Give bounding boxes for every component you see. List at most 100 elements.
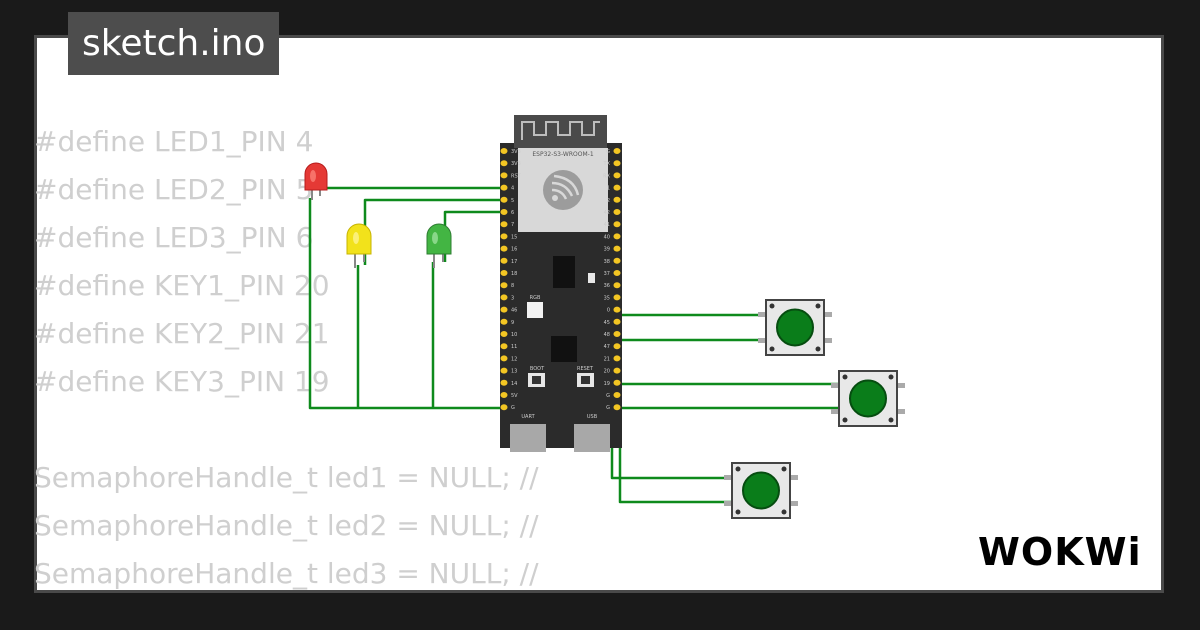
right-pin-G[interactable] bbox=[613, 392, 621, 398]
left-pin-13[interactable] bbox=[500, 367, 508, 374]
left-pin-label: 12 bbox=[511, 356, 517, 362]
right-pin-label: 45 bbox=[604, 320, 610, 326]
left-pin-RST[interactable] bbox=[500, 172, 508, 179]
left-pin-5[interactable] bbox=[500, 196, 508, 203]
right-pin-label: 19 bbox=[604, 381, 610, 387]
left-pin-label: G bbox=[511, 405, 515, 411]
pushbutton-key1[interactable] bbox=[758, 299, 832, 356]
usb-label: USB bbox=[587, 414, 598, 420]
left-pin-18[interactable] bbox=[500, 270, 508, 276]
right-pin-42[interactable] bbox=[613, 209, 621, 215]
left-pin-label: 7 bbox=[511, 222, 514, 228]
left-pin-label: 5 bbox=[511, 198, 514, 204]
right-pin-37[interactable] bbox=[613, 270, 621, 276]
led-red-body bbox=[304, 162, 328, 191]
module-label: ESP32-S3-WROOM-1 bbox=[532, 151, 593, 158]
right-pin-TX[interactable] bbox=[613, 160, 621, 167]
left-pin-label: 9 bbox=[511, 320, 514, 326]
left-pin-label: 10 bbox=[511, 332, 517, 338]
boot-label: BOOT bbox=[530, 366, 545, 372]
left-pin-3[interactable] bbox=[500, 294, 508, 301]
antenna bbox=[514, 115, 607, 148]
left-pin-7[interactable] bbox=[500, 221, 508, 228]
right-pin-label: G bbox=[606, 149, 610, 155]
left-pin-10[interactable] bbox=[500, 331, 508, 337]
right-pin-39[interactable] bbox=[613, 245, 621, 252]
rgb-label: RGB bbox=[530, 295, 541, 301]
pushbutton-key3[interactable] bbox=[724, 462, 798, 519]
antenna-trace bbox=[521, 121, 600, 140]
reset-label: RESET bbox=[577, 366, 594, 372]
right-pin-36[interactable] bbox=[613, 282, 621, 289]
left-pin-4[interactable] bbox=[500, 184, 508, 191]
left-pin-label: 46 bbox=[511, 308, 517, 314]
right-pin-45[interactable] bbox=[613, 318, 621, 325]
left-pin-15[interactable] bbox=[500, 233, 508, 240]
right-pin-label: TX bbox=[603, 161, 611, 167]
right-pin-40[interactable] bbox=[613, 233, 621, 240]
led-yellow-body bbox=[346, 223, 372, 255]
wire-led3 bbox=[443, 210, 500, 262]
wokwi-logo[interactable]: WOKWi bbox=[978, 530, 1142, 574]
right-pin-1[interactable] bbox=[613, 184, 621, 191]
left-pin-label: 3V3 bbox=[511, 161, 521, 167]
left-pin-46[interactable] bbox=[500, 306, 508, 313]
left-pin-11[interactable] bbox=[500, 343, 508, 350]
led-yellow[interactable] bbox=[346, 223, 372, 268]
right-pin-label: 38 bbox=[604, 259, 610, 265]
left-pin-G[interactable] bbox=[500, 404, 508, 411]
right-pin-label: RX bbox=[603, 173, 610, 179]
led-green-body bbox=[426, 223, 452, 255]
left-pin-8[interactable] bbox=[500, 282, 508, 289]
right-pin-label: 1 bbox=[607, 186, 610, 192]
pushbutton-key2[interactable] bbox=[831, 370, 905, 427]
led-green[interactable] bbox=[426, 223, 452, 268]
left-pin-label: 18 bbox=[511, 271, 517, 277]
left-pin-17[interactable] bbox=[500, 257, 508, 264]
usb-chip bbox=[551, 336, 577, 362]
code-line: #define LED2_PIN 5 bbox=[34, 173, 314, 206]
right-pin-47[interactable] bbox=[613, 343, 621, 350]
led-red[interactable] bbox=[304, 162, 328, 200]
right-pin-19[interactable] bbox=[613, 379, 621, 386]
right-pin-label: 42 bbox=[604, 210, 610, 216]
code-preview: #define LED1_PIN 4 #define LED2_PIN 5 #def… bbox=[34, 118, 539, 598]
code-line: SemaphoreHandle_t led3 = NULL; // bbox=[34, 557, 539, 590]
left-pin-label: 8 bbox=[511, 283, 514, 289]
right-pin-G[interactable] bbox=[613, 404, 621, 411]
right-pin-0[interactable] bbox=[613, 306, 621, 313]
right-pin-label: 2 bbox=[607, 198, 610, 204]
uart-label: UART bbox=[521, 414, 535, 420]
right-pin-21[interactable] bbox=[613, 355, 621, 362]
left-pin-9[interactable] bbox=[500, 318, 508, 325]
right-pin-RX[interactable] bbox=[613, 172, 621, 179]
left-pin-3V3[interactable] bbox=[500, 148, 508, 154]
right-pin-35[interactable] bbox=[613, 294, 621, 301]
right-pin-label: 39 bbox=[604, 247, 610, 253]
left-pin-label: 4 bbox=[511, 186, 514, 192]
code-line: #define LED1_PIN 4 bbox=[34, 125, 314, 158]
left-pin-label: 13 bbox=[511, 369, 517, 375]
right-pin-20[interactable] bbox=[613, 367, 621, 374]
right-pin-38[interactable] bbox=[613, 257, 621, 264]
left-pin-3V3[interactable] bbox=[500, 160, 508, 167]
right-pin-48[interactable] bbox=[613, 331, 621, 337]
right-pin-2[interactable] bbox=[613, 196, 621, 203]
left-pin-6[interactable] bbox=[500, 209, 508, 215]
left-pin-label: 11 bbox=[511, 344, 517, 350]
file-tab-title[interactable]: sketch.ino bbox=[68, 12, 280, 75]
right-pin-label: 48 bbox=[604, 332, 610, 338]
right-pin-label: G bbox=[606, 393, 610, 399]
right-pin-label: 41 bbox=[604, 222, 610, 228]
left-pin-12[interactable] bbox=[500, 355, 508, 362]
left-pin-5V[interactable] bbox=[500, 392, 508, 398]
code-line: SemaphoreHandle_t led2 = NULL; // bbox=[34, 509, 539, 542]
right-pin-41[interactable] bbox=[613, 221, 621, 228]
esp32-s3-devkit[interactable]: ESP32-S3-WROOM-1 RGB BOOT RESET UART USB… bbox=[500, 115, 622, 452]
left-pin-16[interactable] bbox=[500, 245, 508, 252]
right-pin-G[interactable] bbox=[613, 148, 621, 154]
left-pin-14[interactable] bbox=[500, 379, 508, 386]
code-line: #define KEY2_PIN 21 bbox=[34, 317, 330, 350]
